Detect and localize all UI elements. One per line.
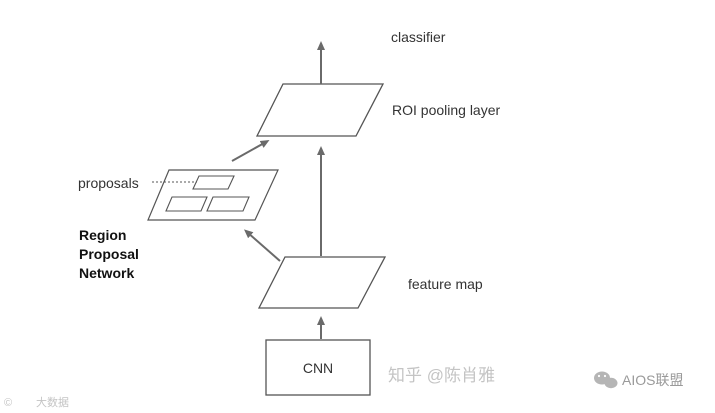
- proposal-box-3: [206, 196, 250, 212]
- proposal-box-1: [192, 175, 235, 190]
- roi-pooling-label: ROI pooling layer: [392, 102, 501, 118]
- bottom-left-watermark-text: 大数据: [36, 395, 69, 409]
- cnn-label: CNN: [303, 360, 333, 376]
- proposals-label: proposals: [78, 175, 139, 191]
- wechat-watermark-text: AIOS联盟: [622, 372, 683, 388]
- proposal-box-2: [165, 196, 208, 212]
- roi-pooling-layer-box: [255, 83, 385, 137]
- feature-map-label: feature map: [408, 276, 483, 292]
- arrow-feature-to-rpn: [243, 229, 281, 262]
- wechat-icon: [594, 371, 618, 389]
- rpn-label-line-2: Proposal: [79, 246, 139, 262]
- cnn-box: [265, 339, 371, 396]
- copyright-icon: ©: [4, 397, 12, 409]
- wechat-watermark: AIOS联盟: [594, 371, 683, 389]
- zhihu-watermark: 知乎 @陈肖雅: [388, 366, 495, 385]
- rpn-label-line-3: Network: [79, 265, 134, 281]
- rpn-map-box: [147, 169, 279, 221]
- feature-map-box: [257, 256, 387, 309]
- bottom-left-watermark: © 大数据: [4, 395, 69, 409]
- classifier-label: classifier: [391, 29, 446, 45]
- rpn-output-map: [147, 169, 279, 221]
- rpn-label-line-1: Region: [79, 227, 126, 243]
- arrow-proposals-to-roi: [231, 140, 270, 162]
